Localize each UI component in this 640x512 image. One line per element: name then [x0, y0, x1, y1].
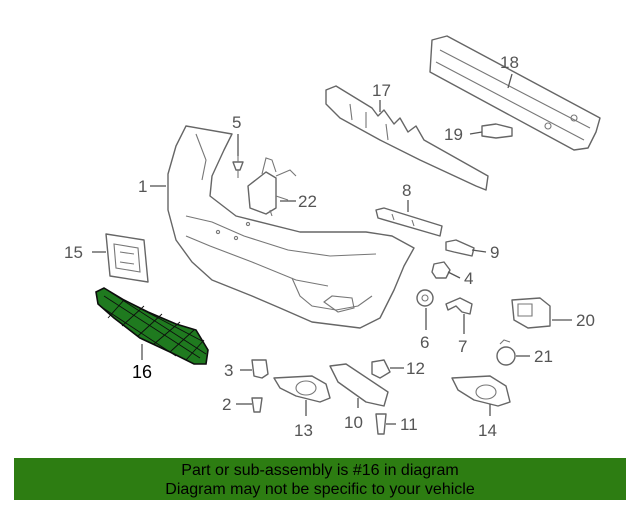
callout-22: 22 — [298, 192, 317, 211]
parts-diagram: 1 5 22 15 16 17 18 19 8 9 4 6 7 20 21 3 … — [64, 35, 601, 440]
leader-lines — [92, 73, 572, 425]
part-14-fog-bezel — [451, 375, 511, 407]
part-15-license-bracket — [105, 233, 149, 283]
callout-4: 4 — [464, 269, 473, 288]
part-22-sensor-bracket — [247, 157, 297, 217]
part-7-retainer — [445, 297, 473, 315]
part-5-clip — [232, 156, 244, 178]
callout-12: 12 — [406, 359, 425, 378]
part-16-lower-grille — [95, 287, 209, 365]
callout-18: 18 — [500, 53, 519, 72]
part-20-sensor — [511, 297, 551, 329]
callout-13: 13 — [294, 421, 313, 440]
callout-7: 7 — [458, 337, 467, 356]
part-12-clip — [371, 359, 391, 379]
info-banner: Part or sub-assembly is #16 in diagram D… — [14, 458, 626, 500]
banner-line-1: Part or sub-assembly is #16 in diagram — [181, 462, 459, 479]
part-13-fog-bezel — [273, 375, 331, 403]
callout-1: 1 — [138, 177, 147, 196]
callout-10: 10 — [344, 413, 363, 432]
part-21-retainer — [496, 339, 516, 366]
part-3-clip — [251, 359, 269, 379]
part-17-absorber — [325, 85, 489, 191]
part-11-screw — [375, 413, 387, 435]
banner-line-2: Diagram may not be specific to your vehi… — [165, 481, 475, 498]
part-1-bumper-cover — [167, 125, 415, 329]
callout-2: 2 — [222, 395, 231, 414]
callout-16: 16 — [132, 362, 152, 382]
part-6-grommet — [416, 289, 434, 307]
callout-15: 15 — [64, 243, 83, 262]
callout-9: 9 — [490, 243, 499, 262]
part-2-screw — [251, 397, 263, 413]
part-8-bracket — [375, 207, 443, 237]
callout-11: 11 — [400, 415, 418, 434]
callout-14: 14 — [478, 421, 497, 440]
callout-8: 8 — [402, 181, 411, 200]
callout-17: 17 — [372, 81, 391, 100]
callout-21: 21 — [534, 347, 553, 366]
callout-20: 20 — [576, 311, 595, 330]
callout-6: 6 — [420, 333, 429, 352]
callout-19: 19 — [444, 125, 463, 144]
callout-3: 3 — [224, 361, 233, 380]
part-19-bolt — [481, 123, 513, 139]
callout-5: 5 — [232, 113, 241, 132]
part-4-nut — [431, 261, 451, 279]
part-18-reinforcement — [429, 35, 601, 151]
part-9-bolt — [445, 239, 475, 257]
part-10-bracket — [329, 363, 389, 407]
